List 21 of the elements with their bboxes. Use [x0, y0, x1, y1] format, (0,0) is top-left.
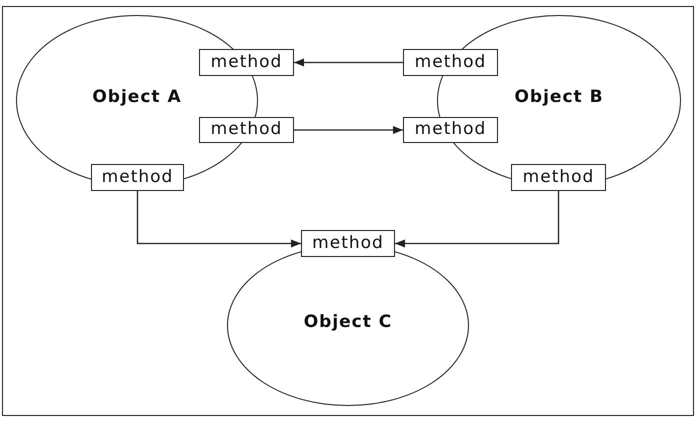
- object-label: Object B: [514, 86, 604, 108]
- arrow: [136, 191, 301, 248]
- method-box: [301, 230, 395, 257]
- method-label: method: [312, 232, 384, 254]
- method-label: method: [102, 166, 174, 188]
- method-box: [403, 117, 498, 143]
- method-box: [199, 49, 294, 76]
- method-label: method: [414, 119, 486, 141]
- object-label: Object A: [92, 86, 182, 108]
- arrow: [294, 58, 403, 66]
- arrow: [395, 191, 560, 248]
- method-box: [91, 164, 184, 191]
- method-label: method: [210, 119, 282, 141]
- method-label: method: [210, 52, 282, 74]
- arrow: [294, 126, 403, 134]
- method-label: method: [414, 52, 486, 74]
- method-box: [199, 117, 294, 143]
- method-box: [403, 49, 498, 76]
- object-label: Object C: [304, 312, 392, 334]
- method-label: method: [522, 166, 594, 188]
- method-box: [511, 164, 606, 191]
